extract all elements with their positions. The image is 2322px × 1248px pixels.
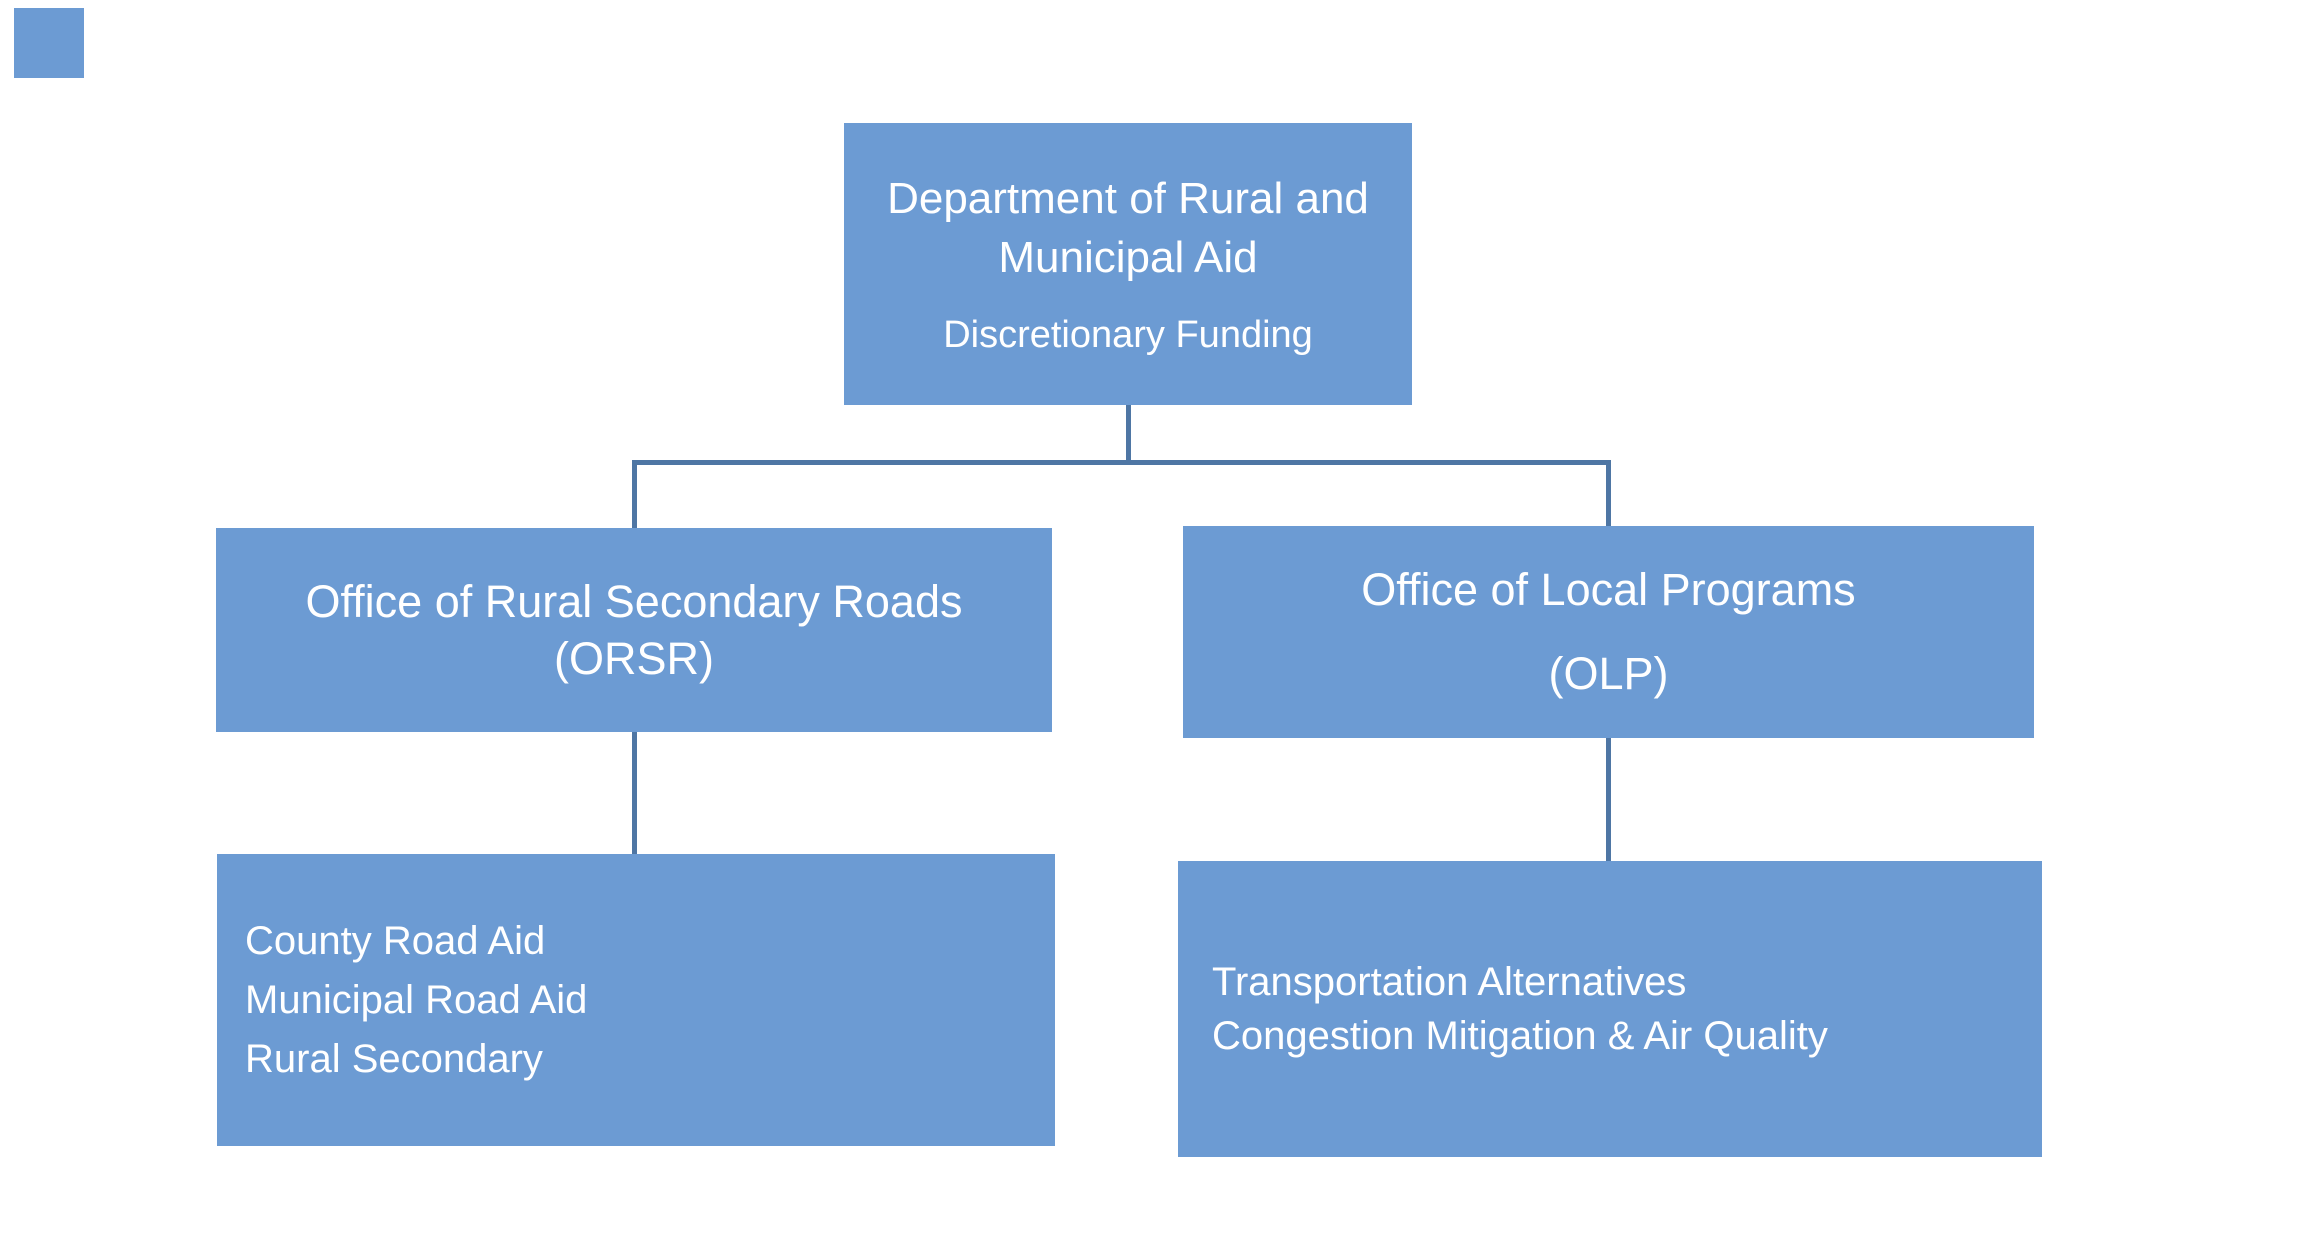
orsr-title: Office of Rural Secondary Roads (ORSR) — [305, 576, 963, 684]
decorative-corner-square — [14, 8, 84, 78]
org-node-department: Department of Rural and Municipal Aid Di… — [844, 123, 1412, 405]
connector-orsr-to-programs — [632, 732, 637, 854]
org-node-orsr: Office of Rural Secondary Roads (ORSR) — [216, 528, 1052, 732]
olp-abbreviation: (OLP) — [1548, 648, 1669, 699]
connector-root-stub — [1126, 405, 1131, 463]
connector-olp-to-programs — [1606, 738, 1611, 861]
olp-title: Office of Local Programs — [1361, 564, 1856, 615]
department-subtitle: Discretionary Funding — [943, 314, 1313, 356]
olp-program-list: Transportation Alternatives Congestion M… — [1212, 960, 1828, 1058]
org-node-olp-programs: Transportation Alternatives Congestion M… — [1178, 861, 2042, 1157]
department-title: Department of Rural and Municipal Aid — [887, 174, 1369, 282]
org-node-orsr-programs: County Road Aid Municipal Road Aid Rural… — [217, 854, 1055, 1146]
org-node-olp: Office of Local Programs (OLP) — [1183, 526, 2034, 738]
connector-elbow-left — [632, 460, 637, 528]
connector-horizontal-line — [632, 460, 1611, 465]
orsr-program-list: County Road Aid Municipal Road Aid Rural… — [245, 918, 588, 1081]
connector-elbow-right — [1606, 460, 1611, 526]
